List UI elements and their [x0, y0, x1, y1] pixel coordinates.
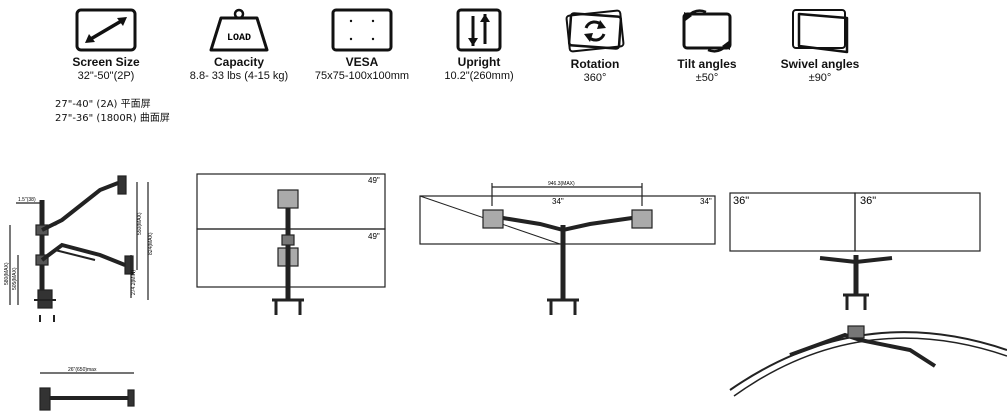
- rotation-icon: [565, 9, 625, 53]
- spec-label: Upright: [457, 55, 501, 69]
- dual-right-size: 36": [860, 195, 876, 207]
- weight-icon-text: LOAD: [227, 33, 251, 44]
- spec-screen-size: Screen Size 32"-50"(2P): [46, 8, 166, 82]
- spec-label: Tilt angles: [677, 57, 737, 71]
- stacked-monitors-diagram: [196, 173, 386, 315]
- spec-upright: Upright 10.2"(260mm): [419, 8, 539, 82]
- weight-icon: LOAD: [209, 8, 269, 52]
- spec-label: Screen Size: [72, 55, 140, 69]
- dim-580-label: 580(MAX): [4, 262, 10, 285]
- spec-value: 360°: [583, 72, 607, 84]
- side-by-side-left-size: 34": [552, 197, 564, 206]
- vesa-icon: [331, 8, 393, 52]
- screen-size-flat-note: 27"-40" (2A) 平面屏: [55, 99, 151, 110]
- dim-274-label: 274.2(MIN): [131, 270, 137, 295]
- spec-label: VESA: [345, 55, 379, 69]
- screen-size-curved-note: 27"-36" (1800R) 曲面屏: [55, 113, 170, 124]
- dim-824-label: 824(MAX): [148, 232, 154, 255]
- side-by-side-right-size: 34": [700, 197, 712, 206]
- spec-vesa: VESA 75x75-100x100mm: [302, 8, 422, 82]
- spec-value: 32"-50"(2P): [77, 70, 135, 82]
- dual-monitors-diagram: [729, 192, 1007, 397]
- stacked-top-size: 49": [368, 176, 380, 185]
- spec-swivel: Swivel angles ±90°: [760, 8, 880, 84]
- dim-bottom-label: 26"(650)max: [68, 367, 97, 373]
- spec-capacity: LOAD Capacity 8.8- 33 lbs (4-15 kg): [179, 8, 299, 82]
- upright-icon: [456, 8, 502, 52]
- stacked-bottom-size: 49": [368, 232, 380, 241]
- spec-rotation: Rotation 360°: [535, 8, 655, 84]
- side-by-side-width: 946.3(MAX): [548, 181, 575, 187]
- side-view-diagram: [9, 175, 149, 411]
- side-by-side-diagram: [419, 183, 716, 315]
- dim-top-label: 1.5"(38): [18, 197, 36, 203]
- spec-value: 10.2"(260mm): [444, 70, 514, 82]
- spec-label: Rotation: [570, 57, 620, 71]
- spec-value: ±50°: [695, 72, 719, 84]
- screen-size-icon: [75, 8, 137, 52]
- spec-label: Capacity: [213, 55, 265, 69]
- spec-tilt: Tilt angles ±50°: [647, 8, 767, 84]
- dim-505-label: 505(MAX): [12, 267, 18, 290]
- spec-label: Swivel angles: [780, 57, 860, 71]
- swivel-icon: [792, 9, 849, 54]
- spec-value: ±90°: [808, 72, 832, 84]
- spec-value: 8.8- 33 lbs (4-15 kg): [189, 70, 289, 82]
- dim-550-label: 550(MAX): [137, 212, 143, 235]
- dual-left-size: 36": [733, 195, 749, 207]
- tilt-icon: [682, 9, 732, 53]
- spec-value: 75x75-100x100mm: [314, 70, 410, 82]
